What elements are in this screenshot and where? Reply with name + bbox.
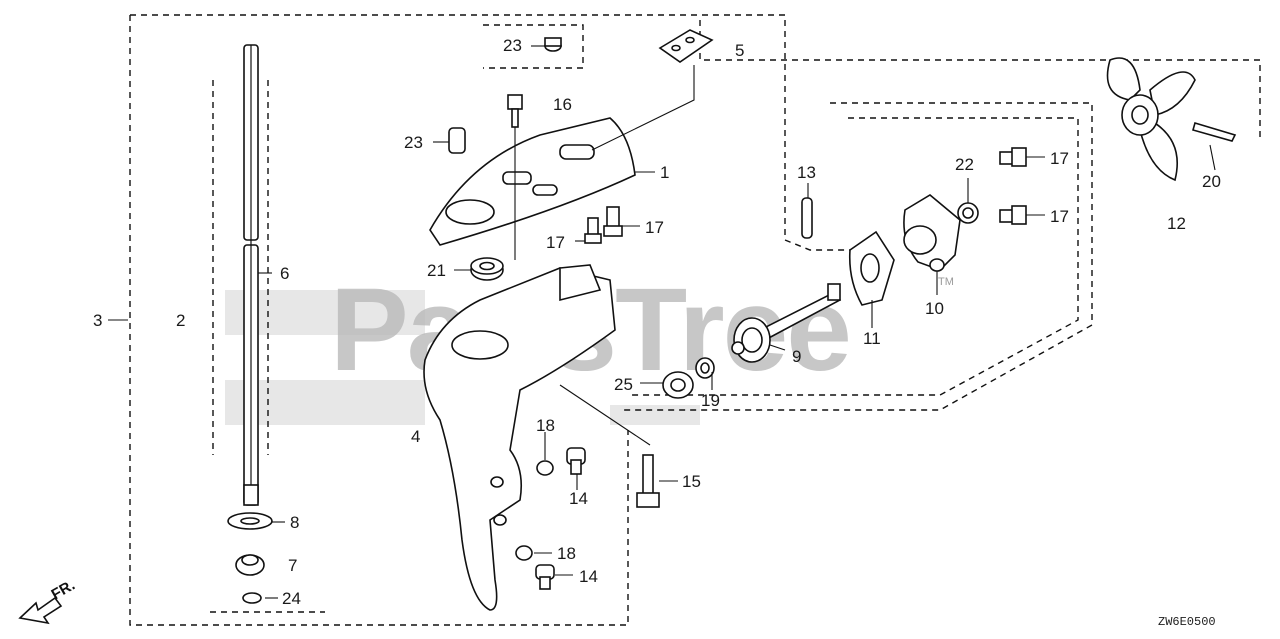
housing-part-10	[903, 194, 961, 272]
callout-17-c: 17	[1050, 149, 1069, 168]
callout-20: 20	[1202, 172, 1221, 191]
plate-part-5	[591, 29, 714, 151]
callout-13: 13	[797, 163, 816, 182]
bolt-part-17-d	[999, 205, 1027, 225]
front-marker: FR.	[18, 577, 78, 625]
callout-17-b: 17	[546, 233, 565, 252]
washer-part-18-a	[536, 460, 554, 476]
callout-11: 11	[863, 329, 881, 348]
diagram-code: ZW6E0500	[1158, 615, 1216, 629]
callout-5: 5	[735, 41, 744, 60]
bolt-part-17-b	[584, 217, 602, 244]
callout-labels: 1 2 3 4 5 6 7 8 9 10 12 11 13 14 14 15 1…	[93, 36, 1221, 608]
callout-9: 9	[792, 347, 801, 366]
callout-8: 8	[290, 513, 299, 532]
nut-part-24	[242, 592, 262, 604]
drive-shaft	[243, 44, 259, 506]
pinion-gear-part-7	[235, 554, 265, 576]
screw-part-14-a	[566, 447, 586, 475]
bolt-part-17-a	[603, 206, 623, 237]
callout-15: 15	[682, 472, 701, 491]
bolt-part-17-c	[999, 147, 1027, 167]
callout-4: 4	[411, 427, 420, 446]
callout-23-b: 23	[404, 133, 423, 152]
boundary-propeller	[699, 20, 1261, 140]
callout-14-a: 14	[569, 489, 588, 508]
callout-16: 16	[553, 95, 572, 114]
gasket-plate-part-1	[429, 117, 636, 246]
callout-19: 19	[701, 391, 720, 410]
dowel-part-23-mid	[448, 127, 466, 154]
callout-18-b: 18	[557, 544, 576, 563]
callout-12: 12	[1167, 214, 1186, 233]
screw-part-14-b	[535, 564, 555, 590]
cotter-pin-part-20	[1192, 122, 1237, 142]
callout-21: 21	[427, 261, 446, 280]
callout-25: 25	[614, 375, 633, 394]
boundary-gearcase	[620, 102, 1093, 411]
callout-6: 6	[280, 264, 289, 283]
washer-part-8	[227, 512, 273, 530]
seal-part-21	[470, 257, 504, 281]
boundary-inner-pump	[630, 117, 1079, 396]
bearing-part-25	[662, 371, 694, 399]
callout-10: 10	[925, 299, 944, 318]
callout-2: 2	[176, 311, 185, 330]
lower-housing-part-4	[423, 264, 651, 611]
callout-17-d: 17	[1050, 207, 1069, 226]
callout-1: 1	[660, 163, 669, 182]
pin-part-13	[801, 197, 813, 239]
washer-part-18-b	[515, 545, 533, 561]
callout-22: 22	[955, 155, 974, 174]
callout-24: 24	[282, 589, 301, 608]
callout-14-b: 14	[579, 567, 598, 586]
callout-3: 3	[93, 311, 102, 330]
gasket-part-11	[848, 230, 895, 306]
boundary-left-assembly	[130, 14, 861, 270]
dowel-part-23-top	[544, 37, 562, 52]
callout-23-a: 23	[503, 36, 522, 55]
shaft-gear-part-9	[731, 283, 842, 363]
callout-18-a: 18	[536, 416, 555, 435]
washer-part-19	[695, 357, 715, 379]
bolt-part-15	[636, 454, 660, 508]
seal-part-22	[957, 202, 979, 224]
propeller-part-12	[1106, 57, 1196, 182]
leader-lines	[108, 45, 1216, 599]
callout-17-a: 17	[645, 218, 664, 237]
bolt-part-16	[507, 94, 523, 260]
trademark-mark: TM	[938, 276, 954, 288]
callout-7: 7	[288, 556, 297, 575]
